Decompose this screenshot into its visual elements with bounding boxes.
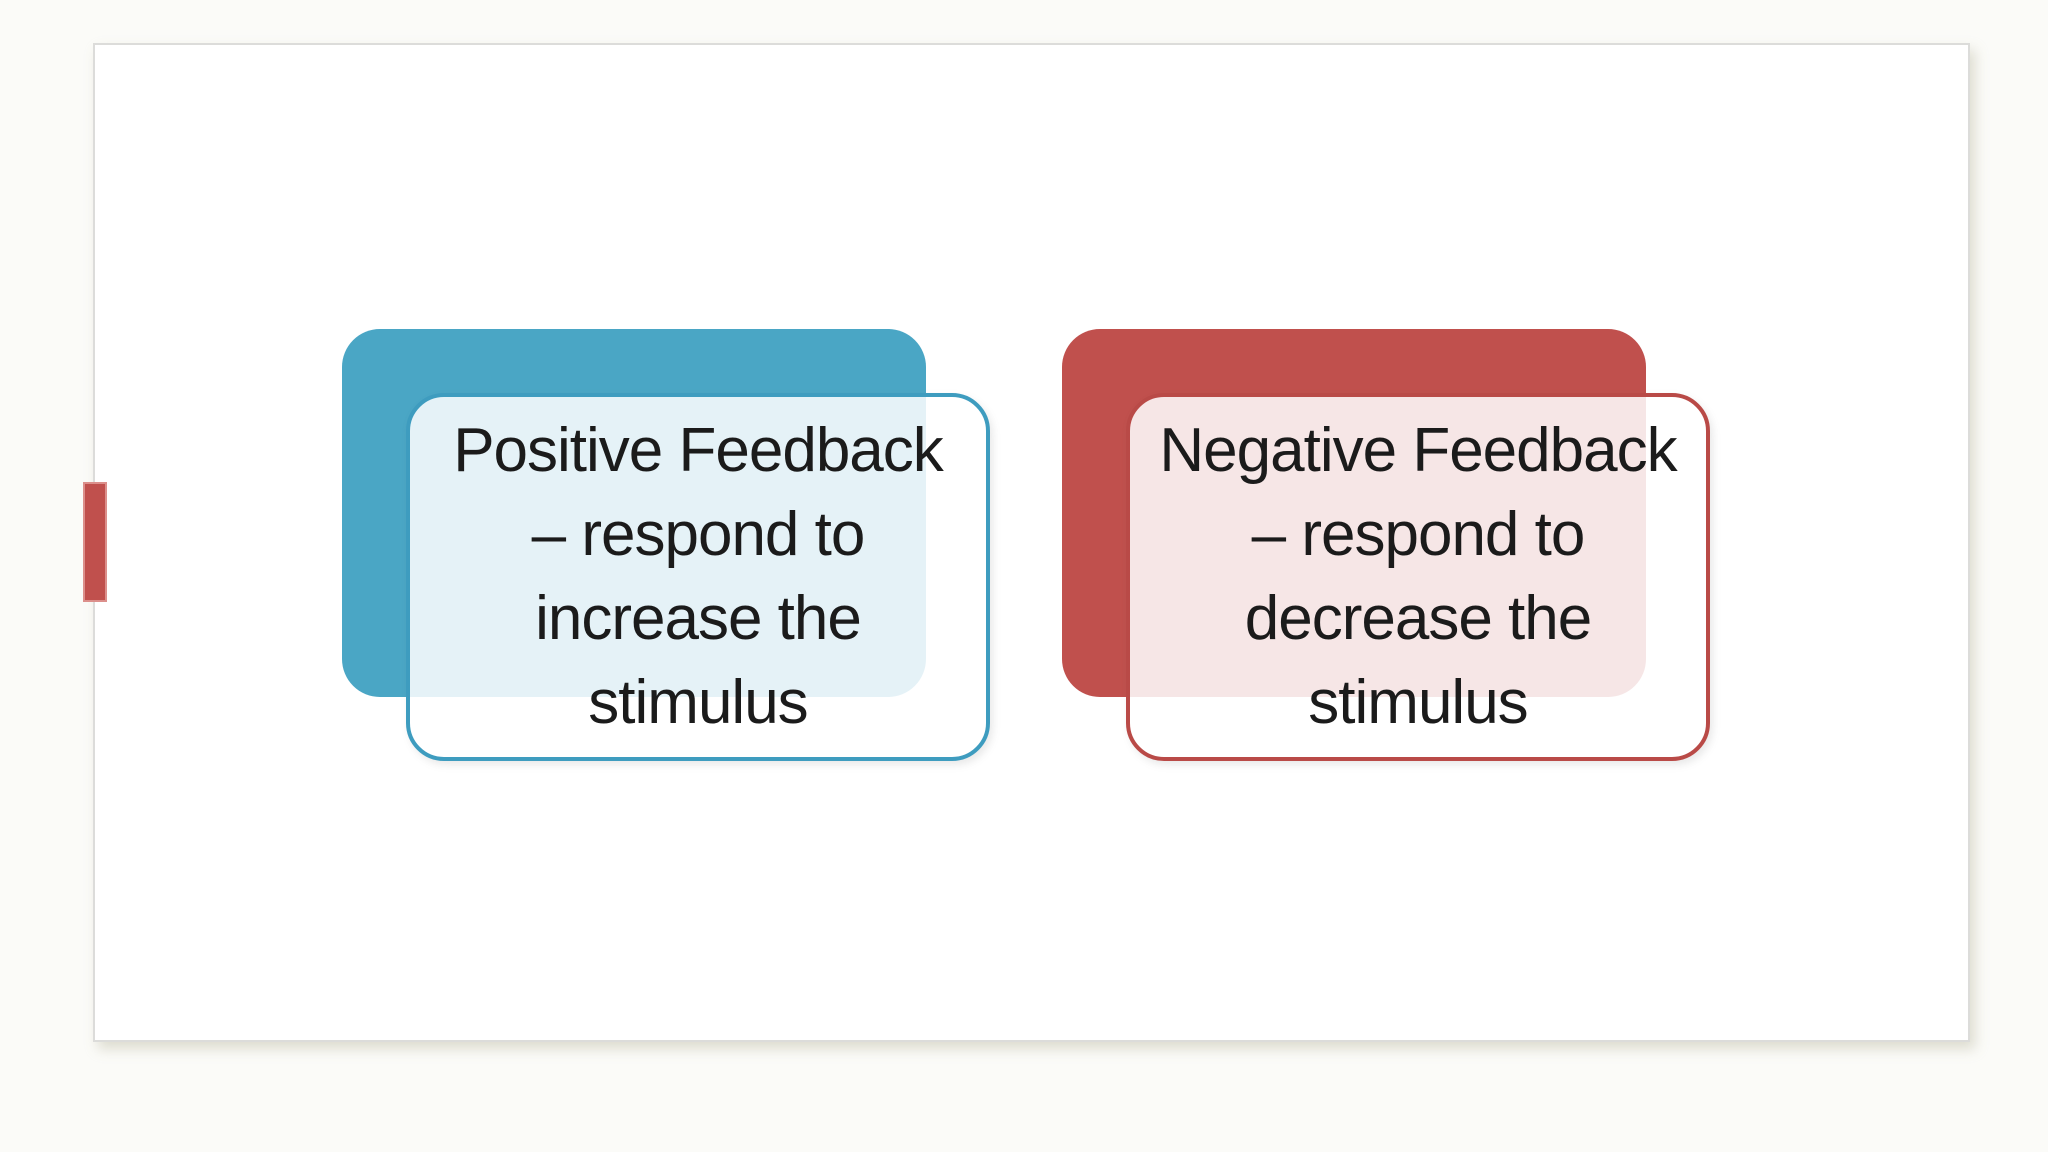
slide: Positive Feedback – respond to increase …: [93, 43, 1970, 1042]
text-line: – respond to: [1251, 500, 1586, 569]
red-accent-bar: [83, 482, 107, 602]
text-line: – respond to: [531, 500, 866, 569]
text-line: increase the: [535, 584, 862, 653]
negative-card-text: Negative Feedback – respond to decrease …: [1159, 409, 1677, 745]
text-line: stimulus: [1308, 668, 1528, 737]
text-line: Negative Feedback: [1159, 416, 1677, 485]
positive-card-text: Positive Feedback – respond to increase …: [453, 409, 944, 745]
text-line: stimulus: [588, 668, 808, 737]
text-line: decrease the: [1244, 584, 1592, 653]
negative-feedback-card: Negative Feedback – respond to decrease …: [1126, 393, 1710, 761]
positive-feedback-card: Positive Feedback – respond to increase …: [406, 393, 990, 761]
text-line: Positive Feedback: [453, 416, 944, 485]
